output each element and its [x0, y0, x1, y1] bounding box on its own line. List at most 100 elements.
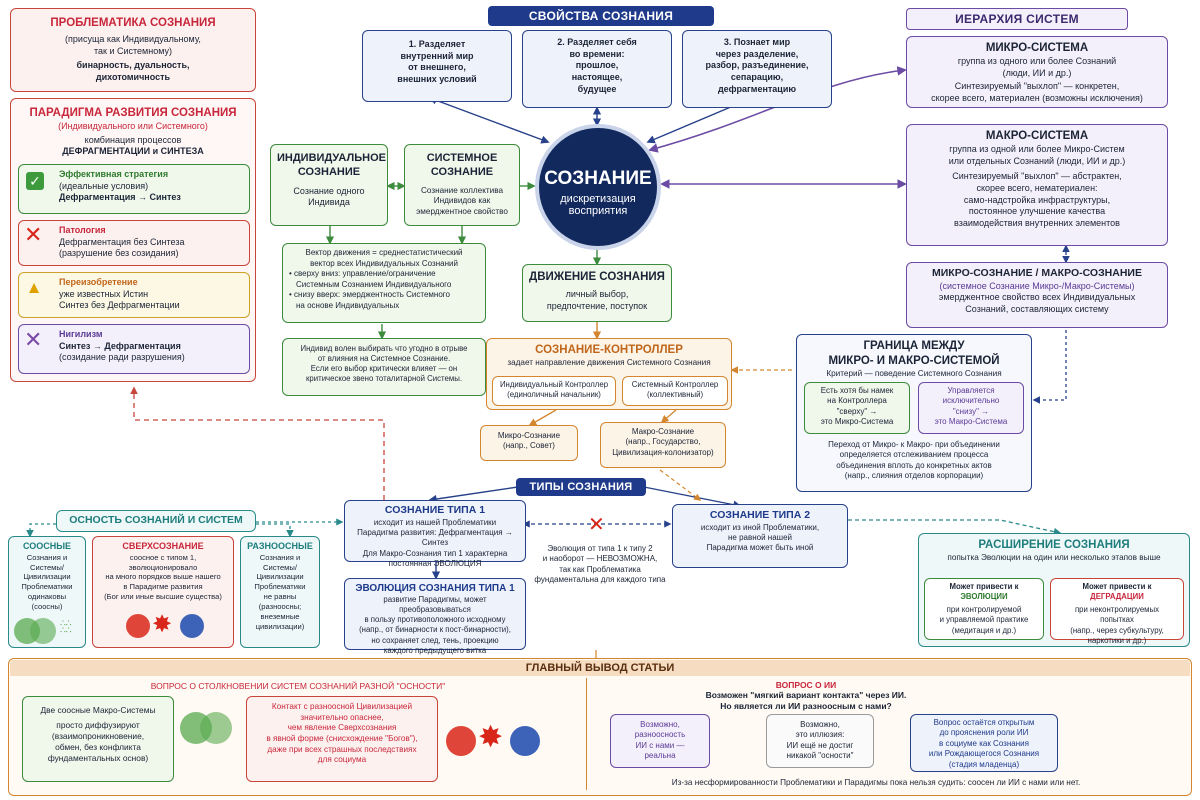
macro-system-line: группа из одной или более Микро-Систем: [949, 143, 1125, 154]
blue-circle: [180, 614, 204, 638]
micro-system-line: скорее всего, материален (возможны исклю…: [931, 93, 1143, 103]
macro-system-box: МАКРО-СИСТЕМА группа из одной или более …: [906, 124, 1168, 246]
axis-header: ОСНОСТЬ СОЗНАНИЙ И СИСТЕМ: [56, 510, 256, 532]
vector-bullet: на основе Индивидуальных: [296, 300, 400, 310]
individual-consciousness: ИНДИВИДУАЛЬНОЕ СОЗНАНИЕ Сознание одного …: [270, 144, 388, 226]
property-text: будущее: [577, 83, 617, 94]
superconsciousness-box: СВЕРХСОЗНАНИЕ соосное с типом 1, эволюци…: [92, 536, 234, 648]
type1-line: Парадигма развития: Дефрагментация → Син…: [357, 528, 513, 548]
coaxial-line: Проблематики: [21, 582, 73, 592]
types-header: ТИПЫ СОЗНАНИЯ: [516, 478, 646, 496]
type1-line: постоянная ЭВОЛЮЦИЯ: [388, 559, 482, 569]
collision-line: значительно опаснее,: [300, 712, 384, 722]
ai-option-line: ИИ с нами —: [635, 740, 685, 750]
ai-option-line: Возможно,: [800, 720, 840, 729]
ai-option-illusion: Возможно, это иллюзия: ИИ ещё не достиг …: [766, 714, 874, 768]
freedom-line: критическое звено тоталитарной Системы.: [306, 374, 462, 384]
strategy-line: (разрушение без созидания): [59, 248, 179, 259]
micro-macro-title: МИКРО-СОЗНАНИЕ / МАКРО-СОЗНАНИЕ: [932, 267, 1142, 279]
evolution-note-line: так как Проблематика: [559, 564, 641, 574]
macro-system-line: или отдельных Сознаний (люди, ИИ и др.): [948, 155, 1126, 166]
different-line: Проблематики: [254, 582, 306, 592]
ai-footer: Из-за несформированности Проблематики и …: [671, 778, 1081, 787]
systemic-line: эмерджентное свойство: [416, 206, 508, 216]
different-collision-box: Контакт с разноосной Цивилизацией значит…: [246, 696, 438, 782]
ai-option-line: разноосность: [634, 730, 686, 740]
expansion-title: РАСШИРЕНИЕ СОЗНАНИЯ: [978, 539, 1130, 551]
macro-system-line: скорее всего, нематериален:: [976, 183, 1098, 193]
movement-line: предпочтение, поступок: [546, 300, 648, 311]
movement-box: ДВИЖЕНИЕ СОЗНАНИЯ личный выбор, предпочт…: [522, 264, 672, 322]
freedom-box: Индивид волен выбирать что угодно в отры…: [282, 338, 486, 396]
type2-line: исходит из иной Проблематики,: [700, 522, 820, 532]
border-subtitle: Критерий — поведение Системного Сознания: [826, 368, 1002, 378]
vector-line: Вектор движения = среднестатистический: [305, 248, 463, 257]
collision-line: для социума: [317, 755, 367, 765]
systemic-controller: Системный Контроллер (коллективный): [622, 376, 728, 406]
movement-title: ДВИЖЕНИЕ СОЗНАНИЯ: [529, 271, 665, 283]
strategy-title: Патология: [59, 225, 106, 235]
cross-icon: ✕: [24, 222, 43, 247]
property-1: 1. Разделяет внутренний мир от внешнего,…: [362, 30, 512, 102]
different-line: Сознания и Системы/: [259, 552, 301, 572]
expansion-line: при неконтролируемых попытках: [1074, 605, 1160, 625]
controller-line: (единоличный начальник): [507, 390, 601, 400]
problematics-line: бинарность, дуальность,: [76, 60, 190, 71]
dots-icon: ∴∴∴∴: [60, 618, 72, 635]
ai-option-line: Вопрос остаётся открытым: [933, 718, 1035, 727]
property-3: 3. Познает мир через разделение, разбор,…: [682, 30, 832, 108]
macro-system-title: МАКРО-СИСТЕМА: [985, 130, 1089, 142]
red-circle: [446, 726, 476, 756]
strategy-line: (идеальные условия): [59, 180, 149, 191]
ai-divider: [586, 678, 587, 790]
ai-option-line: Возможно,: [640, 720, 680, 729]
expansion-good-title: Может привести к ЭВОЛЮЦИИ: [931, 582, 1037, 602]
movement-line: личный выбор,: [565, 288, 629, 299]
vector-bullet: • снизу вверх: эмерджентность Системного: [289, 290, 450, 300]
micro-macro-line: эмерджентное свойство всех Индивидуальны…: [938, 292, 1136, 303]
different-line: внеземные цивилизации): [255, 611, 305, 631]
core-line: восприятия: [568, 205, 628, 217]
strategy-title: Эффективная стратегия: [59, 169, 169, 179]
coaxial-line: Сознания и Системы/: [26, 552, 68, 572]
property-text: дефрагментацию: [717, 83, 797, 94]
expansion-keyword: ДЕГРАДАЦИИ: [1090, 592, 1144, 602]
x-icon: ✕: [24, 327, 43, 352]
micro-system-box: МИКРО-СИСТЕМА группа из одного или более…: [906, 36, 1168, 108]
expansion-subtitle: попытка Эволюции на один или несколько э…: [947, 552, 1161, 562]
paradigm-line: комбинация процессов: [84, 134, 182, 145]
super-line: (Бог или иные высшие существа): [104, 592, 222, 602]
property-2: 2. Разделяет себя во времени: прошлое, н…: [522, 30, 672, 108]
paradigm-subtitle: (Индивидуального или Системного): [58, 120, 208, 131]
collision-line: даже при всех страшных последствиях: [267, 744, 417, 754]
type2-title: СОЗНАНИЕ ТИПА 2: [709, 509, 811, 521]
coaxial-title: СООСНЫЕ: [22, 541, 72, 551]
different-line: Цивилизации: [256, 572, 304, 582]
vector-line: вектор всех Индивидуальных Сознаний: [310, 258, 458, 268]
ai-option-line: никакой "осности": [786, 751, 854, 761]
micro-system-line: (люди, ИИ и др.): [1002, 67, 1072, 78]
ai-option-line: в социуме как Сознания: [939, 738, 1029, 748]
controller-line: (коллективный): [646, 390, 704, 400]
controller-title: СОЗНАНИЕ-КОНТРОЛЛЕР: [535, 344, 683, 356]
starburst-icon: ✸: [152, 611, 173, 638]
collision-line: (взаимопроникновение,: [51, 730, 145, 741]
border-line: это Микро-Система: [820, 417, 894, 427]
ai-option-line: это иллюзия:: [795, 730, 845, 740]
property-text: 3. Познает мир: [723, 37, 791, 47]
property-text: настоящее,: [571, 72, 623, 83]
strategy-line: Дефрагментация без Синтеза: [59, 236, 185, 247]
collision-line: обмен, без конфликта: [55, 741, 141, 752]
individual-title: ИНДИВИДУАЛЬНОЕ: [277, 152, 386, 164]
border-line: "снизу" →: [952, 406, 990, 416]
type1-box: СОЗНАНИЕ ТИПА 1 исходит из нашей Проблем…: [344, 500, 526, 568]
macro-system-line: взаимодействия внутренних элементов: [954, 218, 1120, 229]
border-line: Переход от Микро- к Макро- при объединен…: [828, 440, 1000, 449]
freedom-line: Индивид волен выбирать что угодно в отры…: [300, 344, 468, 353]
border-line: (напр., слияния отделов корпорации): [844, 471, 984, 481]
strategy-pathology: Патология Дефрагментация без Синтеза (ра…: [18, 220, 250, 266]
collision-line: в явной форме (снисхождение "Богов"),: [266, 733, 418, 743]
evolution1-line: каждого предыдущего витка: [383, 645, 487, 655]
collision-title: ВОПРОС О СТОЛКНОВЕНИИ СИСТЕМ СОЗНАНИЙ РА…: [150, 681, 446, 691]
expansion-degradation: Может привести к ДЕГРАДАЦИИ при неконтро…: [1050, 578, 1184, 645]
